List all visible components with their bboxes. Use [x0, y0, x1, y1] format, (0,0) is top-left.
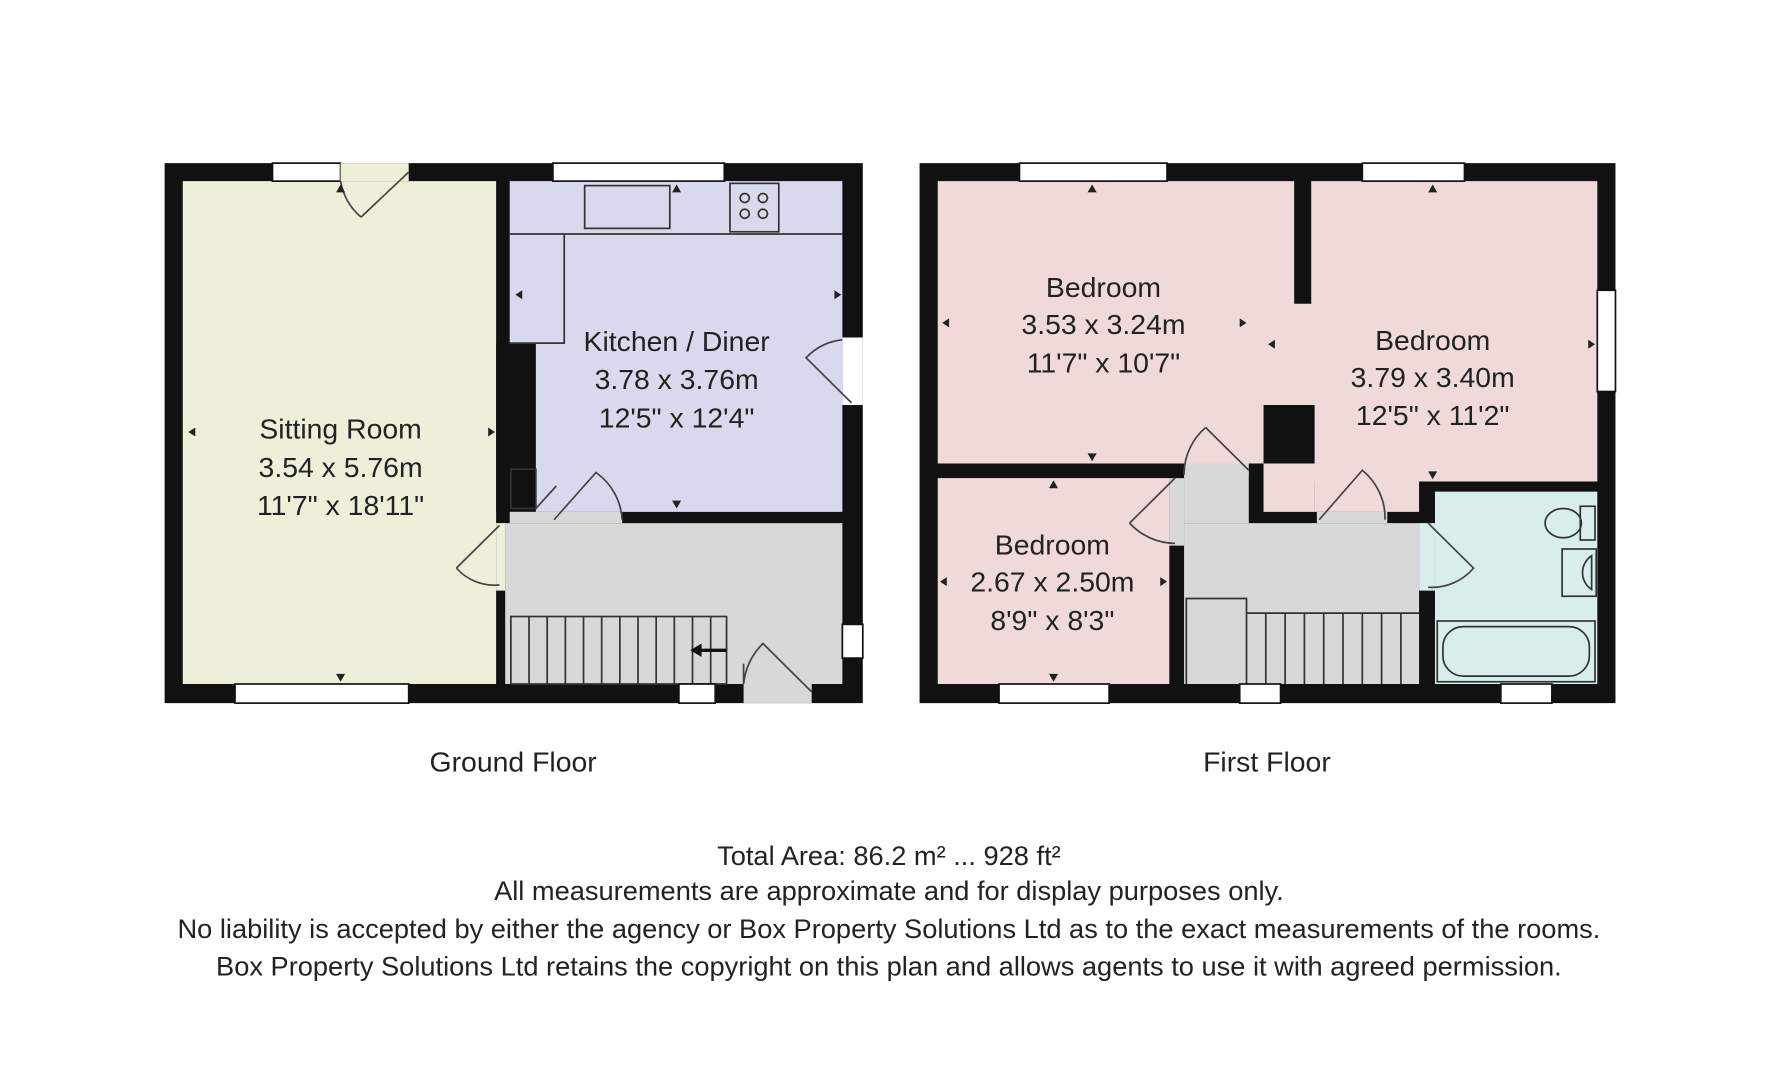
bathroom-area — [1434, 491, 1598, 684]
toilet-icon — [1544, 505, 1596, 541]
bedroom-2-area — [1311, 181, 1598, 482]
kitchen-area — [509, 181, 843, 512]
svg-text:Bedroom: Bedroom — [995, 529, 1110, 561]
svg-text:3.53 x 3.24m: 3.53 x 3.24m — [1021, 308, 1185, 340]
svg-text:All measurements are approxima: All measurements are approximate and for… — [494, 875, 1284, 906]
total-area: Total Area: 86.2 m² ... 928 ft² — [717, 840, 1061, 871]
bedroom-1-area — [937, 181, 1295, 464]
room-label-bedroom-2: Bedroom 3.79 x 3.40m 12'5" x 11'2" — [1351, 324, 1515, 431]
svg-text:11'7" x 18'11": 11'7" x 18'11" — [257, 489, 424, 521]
landing-area — [1184, 472, 1249, 524]
basin-icon — [1561, 548, 1598, 598]
hob-icon — [729, 182, 780, 233]
svg-text:12'5" x 12'4": 12'5" x 12'4" — [599, 402, 755, 434]
ground-floor-plan: Sitting Room 3.54 x 5.76m 11'7" x 18'11"… — [164, 162, 864, 778]
first-floor-label: First Floor — [1203, 746, 1331, 778]
bath-icon — [1436, 620, 1596, 683]
room-label-bedroom-3: Bedroom 2.67 x 2.50m 8'9" x 8'3" — [970, 529, 1134, 636]
svg-text:2.67 x 2.50m: 2.67 x 2.50m — [970, 566, 1134, 598]
disclaimer: Total Area: 86.2 m² ... 928 ft² All meas… — [177, 840, 1600, 981]
svg-text:Box Property Solutions Ltd ret: Box Property Solutions Ltd retains the c… — [216, 950, 1562, 981]
stairs-icon — [510, 615, 728, 685]
svg-text:No liability is accepted by ei: No liability is accepted by either the a… — [177, 913, 1600, 944]
stairs-icon — [1185, 597, 1420, 684]
ground-floor-label: Ground Floor — [430, 746, 597, 778]
svg-text:Bedroom: Bedroom — [1046, 271, 1161, 303]
svg-text:12'5" x 11'2": 12'5" x 11'2" — [1356, 399, 1510, 431]
svg-text:3.54 x 5.76m: 3.54 x 5.76m — [259, 451, 423, 483]
sink-icon — [583, 184, 671, 230]
room-label-sitting-room: Sitting Room 3.54 x 5.76m 11'7" x 18'11" — [257, 413, 424, 521]
sitting-room-area — [182, 181, 497, 684]
room-label-kitchen-diner: Kitchen / Diner 3.78 x 3.76m 12'5" x 12'… — [584, 325, 770, 433]
svg-text:3.79 x 3.40m: 3.79 x 3.40m — [1351, 361, 1515, 393]
bedroom-3-area — [937, 478, 1170, 684]
first-floor-plan: Bedroom 3.53 x 3.24m 11'7" x 10'7" Bedro… — [919, 162, 1617, 778]
svg-text:Sitting Room: Sitting Room — [259, 413, 421, 445]
svg-text:11'7" x 10'7": 11'7" x 10'7" — [1027, 346, 1181, 378]
svg-text:8'9" x 8'3": 8'9" x 8'3" — [990, 604, 1114, 636]
svg-text:3.78 x 3.76m: 3.78 x 3.76m — [595, 363, 759, 395]
room-label-bedroom-1: Bedroom 3.53 x 3.24m 11'7" x 10'7" — [1021, 271, 1185, 378]
svg-text:Bedroom: Bedroom — [1375, 324, 1490, 356]
svg-text:Kitchen / Diner: Kitchen / Diner — [584, 325, 770, 357]
